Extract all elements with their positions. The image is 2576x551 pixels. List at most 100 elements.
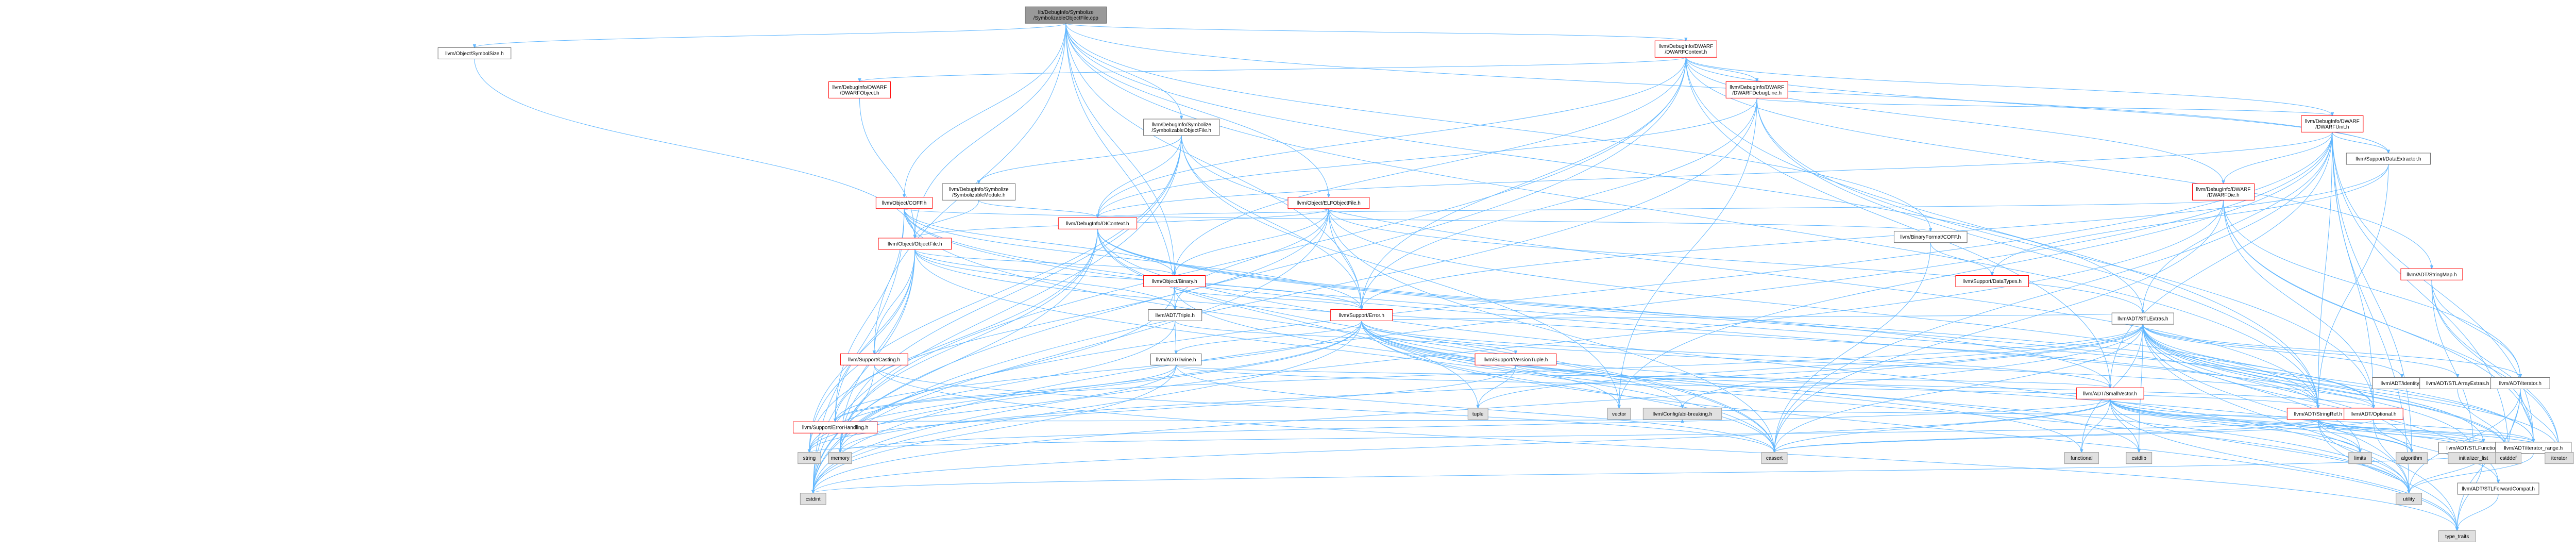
edge-triple-to-versiontuple [1175, 321, 1516, 354]
node-stlarrayextras[interactable]: llvm/ADT/STLArrayExtras.h [2419, 377, 2496, 389]
node-functional[interactable]: functional [2064, 452, 2099, 464]
node-box [1475, 353, 1557, 365]
edge-stringmap-to-adtiterator [2431, 280, 2520, 377]
node-smallvector[interactable]: llvm/ADT/SmallVector.h [2076, 387, 2144, 399]
node-label: lib/DebugInfo/Symbolize [1038, 10, 1094, 15]
node-label: llvm/Object/ELFObjectFile.h [1297, 201, 1361, 206]
edge-stringref-to-limits [2317, 419, 2360, 453]
node-label: /SymbolizableObjectFile.cpp [1033, 15, 1099, 21]
node-stlforwardcompat[interactable]: llvm/ADT/STLForwardCompat.h [2457, 482, 2539, 495]
node-versiontuple[interactable]: llvm/Support/VersionTuple.h [1475, 353, 1557, 365]
node-dwarfdie[interactable]: llvm/DebugInfo/DWARF/DWARFDie.h [2192, 183, 2255, 201]
node-box [1642, 408, 1722, 420]
node-cassert[interactable]: cassert [1761, 452, 1788, 464]
node-iteratorrange[interactable]: llvm/ADT/iterator_range.h [2495, 442, 2572, 454]
node-datatypes[interactable]: llvm/Support/DataTypes.h [1955, 275, 2029, 287]
node-dwarfcontext[interactable]: llvm/DebugInfo/DWARF/DWARFContext.h [1654, 40, 1717, 58]
node-optional[interactable]: llvm/ADT/Optional.h [2344, 408, 2403, 420]
node-limits[interactable]: limits [2348, 452, 2372, 464]
node-box [2076, 387, 2144, 399]
node-tuple[interactable]: tuple [1467, 408, 1488, 420]
node-objectfile[interactable]: llvm/Object/ObjectFile.h [878, 238, 952, 250]
edge-dwarfdie-to-optional [2223, 200, 2374, 408]
edge-dwarfunit-to-smallvector [2110, 132, 2333, 388]
node-dataextractor[interactable]: llvm/Support/DataExtractor.h [2346, 153, 2431, 165]
node-elfobjectfile[interactable]: llvm/Object/ELFObjectFile.h [1287, 197, 1370, 209]
edge-dwarfcontext-to-dwarfunit [1685, 57, 2332, 115]
edge-optional-to-utility [2373, 419, 2409, 493]
edge-smallvector-to-utility [2110, 399, 2409, 493]
edge-objectfile-to-stringref [914, 249, 2318, 408]
node-label: llvm/ADT/StringRef.h [2294, 411, 2342, 417]
edge-root-to-symbolizableobjectfile [1065, 23, 1181, 119]
node-objectcoff[interactable]: llvm/Object/COFF.h [875, 197, 933, 209]
node-symbolizableobjectfile[interactable]: llvm/DebugInfo/Symbolize/SymbolizableObj… [1143, 119, 1220, 136]
node-algorithm[interactable]: algorithm [2396, 452, 2428, 464]
node-label: llvm/Config/abi-breaking.h [1653, 411, 1713, 417]
node-label: type_traits [2445, 534, 2469, 540]
node-triple[interactable]: llvm/ADT/Triple.h [1148, 309, 1202, 321]
edge-stlextras-to-stlarrayextras [2142, 324, 2458, 377]
node-symbolsize[interactable]: llvm/Object/SymbolSize.h [437, 47, 512, 59]
node-memory[interactable]: memory [828, 452, 852, 464]
node-root[interactable]: lib/DebugInfo/Symbolize/SymbolizableObje… [1025, 6, 1107, 24]
node-string[interactable]: string [798, 452, 821, 464]
node-box [2126, 452, 2153, 464]
node-box [2348, 452, 2372, 464]
node-objectbinary[interactable]: llvm/Object/Binary.h [1143, 275, 1206, 287]
node-cstdlib[interactable]: cstdlib [2126, 452, 2153, 464]
node-label: llvm/Support/VersionTuple.h [1484, 357, 1548, 363]
edge-stlextras-to-limits [2142, 324, 2360, 453]
node-label: iterator [2551, 456, 2568, 461]
node-dicontext[interactable]: llvm/DebugInfo/DIContext.h [1058, 217, 1138, 229]
node-label: limits [2354, 456, 2366, 461]
edge-supportcasting-to-typetraits [874, 365, 2457, 530]
node-label: utility [2403, 496, 2415, 502]
node-vector[interactable]: vector [1607, 408, 1631, 420]
node-supporterror[interactable]: llvm/Support/Error.h [1330, 309, 1393, 321]
node-errorhandling[interactable]: llvm/Support/ErrorHandling.h [793, 421, 878, 433]
edge-stlextras-to-cstddef [2142, 324, 2508, 453]
node-dwarfunit[interactable]: llvm/DebugInfo/DWARF/DWARFUnit.h [2301, 115, 2364, 132]
edge-elfobjectfile-to-stringref [1328, 208, 2318, 408]
node-cstdint[interactable]: cstdint [800, 493, 826, 505]
edge-stlextras-to-abibreaking [1683, 324, 2143, 408]
node-cstddef[interactable]: cstddef [2495, 452, 2522, 464]
node-stringref[interactable]: llvm/ADT/StringRef.h [2286, 408, 2349, 420]
node-label: llvm/Object/Binary.h [1152, 279, 1197, 285]
node-dwarfdebugline[interactable]: llvm/DebugInfo/DWARF/DWARFDebugLine.h [1725, 81, 1788, 98]
node-binaryformatcoff[interactable]: llvm/BinaryFormat/COFF.h [1893, 231, 1968, 243]
edge-root-to-objectbinary [1065, 23, 1175, 275]
node-adtiterator[interactable]: llvm/ADT/iterator.h [2490, 377, 2550, 389]
node-utility[interactable]: utility [2396, 493, 2422, 505]
edge-dwarfunit-to-algorithm [2332, 132, 2412, 452]
node-label: llvm/DebugInfo/Symbolize [949, 187, 1009, 192]
node-box [1955, 275, 2029, 287]
node-iterator[interactable]: iterator [2545, 452, 2574, 464]
edge-supporterror-to-typetraits [1361, 321, 2457, 530]
node-supportcasting[interactable]: llvm/Support/Casting.h [840, 353, 908, 365]
node-label: llvm/Support/ErrorHandling.h [802, 425, 868, 431]
node-twine[interactable]: llvm/ADT/Twine.h [1150, 353, 1202, 365]
edge-root-to-dwarfcontext [1065, 23, 1686, 41]
node-typetraits[interactable]: type_traits [2438, 530, 2476, 542]
node-stlextras[interactable]: llvm/ADT/STLExtras.h [2111, 312, 2174, 325]
node-box [1143, 119, 1220, 136]
edge-dwarfunit-to-memory [840, 132, 2333, 452]
node-box [2490, 377, 2550, 389]
edge-supporterror-to-errorhandling [835, 321, 1362, 422]
edge-dwarfcontext-to-supporterror [1362, 57, 1686, 309]
node-abibreaking[interactable]: llvm/Config/abi-breaking.h [1642, 408, 1722, 420]
node-label: llvm/ADT/STLFunctionalExtras.h [2446, 445, 2521, 451]
edge-supporterror-to-algorithm [1361, 321, 2412, 452]
edge-smallvector-to-cassert [1774, 399, 2111, 452]
edge-symbolizableobjectfile-to-string [809, 135, 1182, 453]
node-dwarfobject[interactable]: llvm/DebugInfo/DWARF/DWARFObject.h [828, 81, 891, 98]
node-stringmap[interactable]: llvm/ADT/StringMap.h [2400, 268, 2463, 280]
edge-dwarfunit-to-stringref [2318, 132, 2333, 408]
node-initializerlist[interactable]: initializer_list [2448, 452, 2499, 464]
node-symbolizablemodule[interactable]: llvm/DebugInfo/Symbolize/SymbolizableMod… [942, 183, 1016, 201]
node-label: llvm/BinaryFormat/COFF.h [1900, 235, 1961, 240]
node-box [1761, 452, 1788, 464]
